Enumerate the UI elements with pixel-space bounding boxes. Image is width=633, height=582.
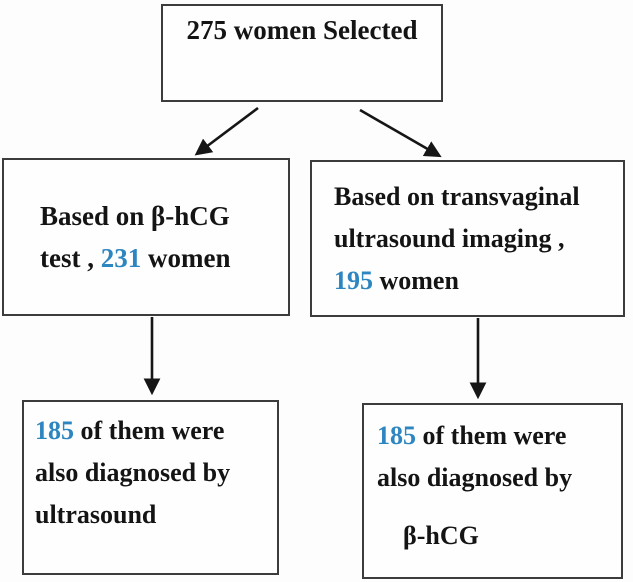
node-text-line: ultrasound imaging , (334, 223, 565, 253)
arrow-top-to-mid-right (359, 108, 442, 158)
count-ultrasound-women: 195 (334, 265, 373, 295)
node-text-line: of them were (74, 416, 225, 445)
node-text-line: of them were (416, 421, 567, 450)
arrow-top-to-mid-left (194, 106, 259, 156)
node-text-line: Based on transvaginal (334, 181, 580, 211)
node-text-line: also diagnosed by (377, 463, 573, 492)
count-bhcg-women: 231 (100, 243, 142, 273)
node-total-selected-text: 275 women Selected (186, 15, 418, 45)
count-also-bhcg: 185 (377, 421, 416, 450)
node-text-line: women (373, 265, 459, 295)
node-also-bhcg: 185 of them were also diagnosed by β-hCG (362, 403, 623, 579)
node-also-ultrasound: 185 of them were also diagnosed by ultra… (22, 400, 279, 575)
node-text-line: Based on β-hCG (40, 201, 230, 231)
node-also-bhcg-text: 185 of them were also diagnosed by β-hCG (377, 415, 621, 557)
node-also-ultrasound-text: 185 of them were also diagnosed by ultra… (35, 410, 277, 536)
node-ultrasound-imaging: Based on transvaginal ultrasound imaging… (310, 160, 625, 317)
node-bhcg-test-text: Based on β-hCG test , 231 women (40, 195, 230, 279)
node-bhcg-test: Based on β-hCG test , 231 women (2, 158, 290, 316)
node-text-line: ultrasound (35, 500, 157, 529)
node-text-line: also diagnosed by (35, 458, 231, 487)
node-total-selected: 275 women Selected (161, 4, 443, 102)
count-also-ultrasound: 185 (35, 416, 74, 445)
node-text-line: women (141, 243, 231, 273)
node-text-line: test , (40, 243, 101, 273)
node-text-line: β-hCG (403, 521, 479, 550)
node-ultrasound-imaging-text: Based on transvaginal ultrasound imaging… (334, 176, 580, 302)
